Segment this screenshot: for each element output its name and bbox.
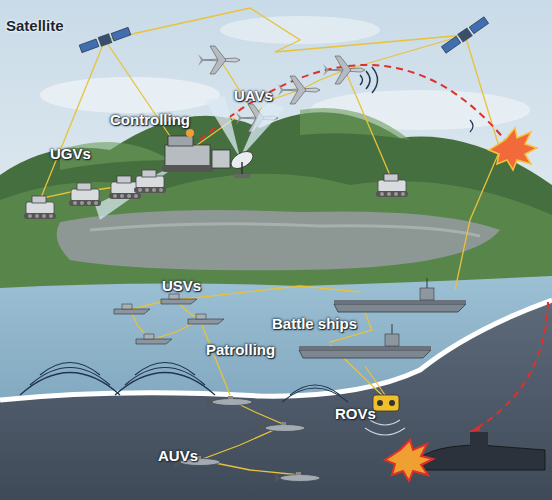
part-label: UGVs (50, 146, 91, 163)
part-label: USVs (162, 278, 201, 295)
part-label: Satellite (6, 18, 64, 35)
part-label: UAVs (234, 88, 273, 105)
part-label: AUVs (158, 448, 198, 465)
part-label: ROVs (335, 406, 376, 423)
part-label: Controlling (110, 112, 190, 129)
part-label: Patrolling (206, 342, 275, 359)
part-label: Battle ships (272, 316, 357, 333)
